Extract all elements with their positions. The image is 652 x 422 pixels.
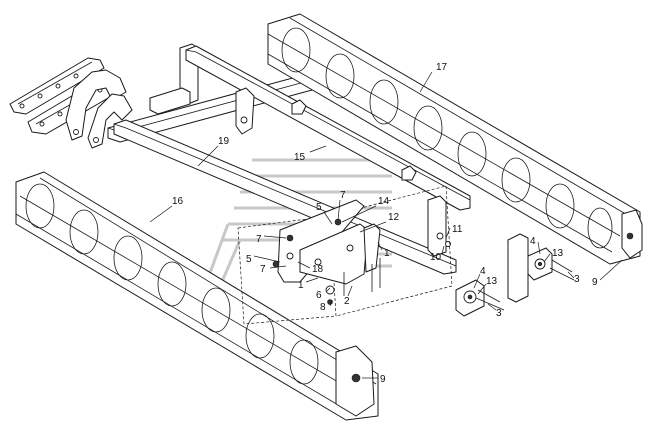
callout-8: 8 [320,302,326,313]
callout-18: 18 [312,264,324,275]
callout-13-low: 13 [486,276,498,287]
callout-17: 17 [436,62,448,73]
callout-7-mid: 7 [256,234,262,245]
callout-7-top: 7 [340,190,346,201]
callout-6: 6 [316,290,322,301]
callout-15: 15 [294,152,306,163]
callout-7-low: 7 [260,264,266,275]
bracket-assembly [237,185,453,325]
callout-13-right: 13 [552,248,564,259]
callout-labels: 17 19 15 16 7 5 14 12 7 5 7 18 1 1 6 2 8… [172,62,598,385]
callout-2: 2 [344,296,350,307]
callout-5-low: 5 [246,254,252,265]
roller-17 [267,13,643,265]
callout-1-right: 1 [384,248,390,259]
callout-4-right: 4 [530,236,536,247]
callout-5-top: 5 [316,202,322,213]
callout-4-low: 4 [480,266,486,277]
callout-14: 14 [378,196,390,207]
callout-9-low: 9 [380,374,386,385]
callout-19: 19 [218,136,230,147]
callout-9-right: 9 [592,277,598,288]
leader-lines [149,71,623,379]
hitch-plates [9,57,133,149]
callout-1-left: 1 [298,280,304,291]
bearing-assemblies [455,247,575,317]
callout-11: 11 [452,224,463,235]
callout-3-low: 3 [496,308,502,319]
roller-16 [15,171,379,421]
callout-16: 16 [172,196,184,207]
callout-10: 10 [430,252,442,263]
callout-3-right: 3 [574,274,580,285]
callout-12: 12 [388,212,400,223]
